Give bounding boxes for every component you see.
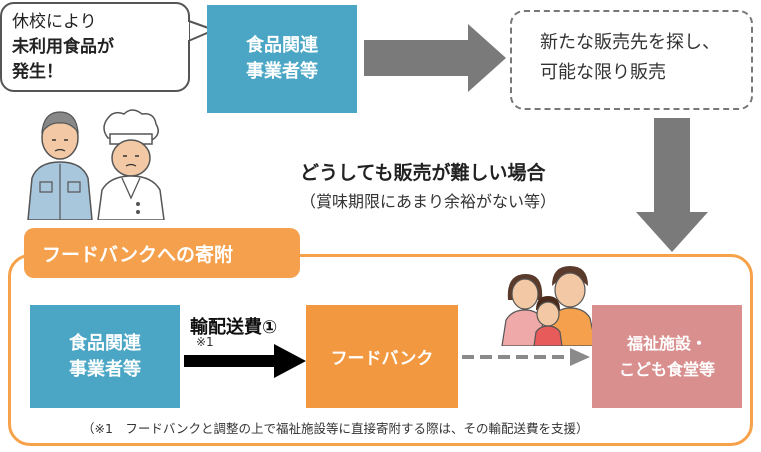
foodbank-tag: フードバンクへの寄附 xyxy=(24,228,300,278)
bubble-line-3: 発生！ xyxy=(12,62,63,82)
sales-box: 新たな販売先を探し、 可能な限り販売 xyxy=(510,10,753,110)
difficult-title: どうしても販売が難しい場合 xyxy=(300,162,546,184)
bubble-line-2: 未利用食品が xyxy=(12,37,114,57)
speech-bubble: 休校により 未利用食品が 発生！ xyxy=(0,2,190,92)
black-arrow xyxy=(184,344,306,378)
worker-icon xyxy=(27,111,93,220)
welfare-box: 福祉施設・ こども食堂等 xyxy=(592,305,742,408)
bubble-line-1: 休校により xyxy=(12,12,97,32)
top-supplier-box: 食品関連 事業者等 xyxy=(207,5,357,113)
family-icon xyxy=(501,266,597,346)
shipping-label: 輸配送費① xyxy=(190,317,278,338)
gray-arrow-down xyxy=(636,118,708,252)
supplier-box: 食品関連 事業者等 xyxy=(30,305,180,408)
footnote: （※1 フードバンクと調整の上で福祉施設等に直接寄附する際は、その輸配送費を支援… xyxy=(82,421,589,436)
difficult-subtitle: （賞味期限にあまり余裕がない等） xyxy=(300,192,557,211)
chef-icon xyxy=(97,109,165,220)
dashed-arrow xyxy=(462,348,590,366)
foodbank-box: フードバンク xyxy=(306,305,458,408)
shipping-note: ※1 xyxy=(196,335,214,349)
gray-arrow-right xyxy=(364,24,506,92)
